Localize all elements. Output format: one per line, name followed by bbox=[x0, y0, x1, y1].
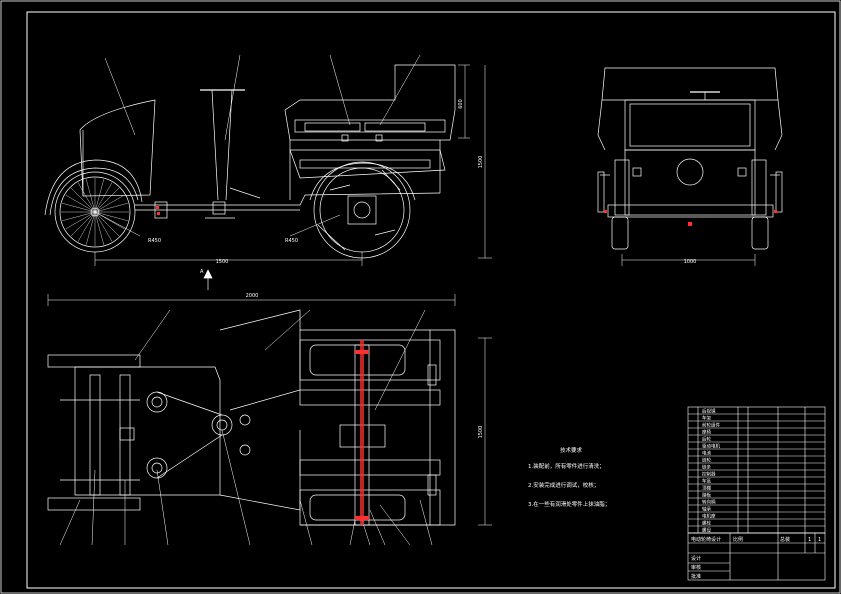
plan-width-dim: 1500 bbox=[478, 426, 484, 439]
spoke bbox=[94, 182, 113, 213]
parts-row-name: 后视镜 bbox=[702, 408, 716, 415]
spoke bbox=[70, 187, 96, 213]
spoke bbox=[77, 211, 96, 242]
spoke bbox=[62, 203, 96, 213]
side-view-red-details bbox=[156, 206, 160, 215]
parts-row-name: 链轮 bbox=[702, 457, 711, 464]
front-fairing bbox=[79, 99, 156, 197]
spoke bbox=[94, 211, 120, 237]
front-wheel-radius-label: R450 bbox=[148, 238, 161, 244]
parts-row-name: 螺栓 bbox=[702, 520, 711, 527]
scale-label: 比例 bbox=[733, 536, 743, 543]
sheet-inner-frame bbox=[26, 11, 836, 589]
rear-wheel-radius-label: R450 bbox=[285, 238, 298, 244]
parts-row-name: 座椅 bbox=[702, 429, 711, 436]
tech-req-item-2: 2.安装完成进行调试，校核； bbox=[528, 481, 599, 489]
view-label: 总装 bbox=[780, 536, 790, 543]
parts-row-name: 控制器 bbox=[702, 471, 716, 478]
parts-row-name: 车架 bbox=[702, 415, 711, 422]
front-width-dim: 1000 bbox=[684, 259, 697, 265]
front-view-red-details bbox=[604, 210, 777, 226]
plan-length-dim: 2000 bbox=[246, 293, 259, 299]
tech-req-item-1: 1.装配前，所有零件进行清洗； bbox=[528, 462, 605, 470]
parts-row-name: 电机座 bbox=[702, 513, 716, 520]
side-top-height-dim: 600 bbox=[458, 99, 464, 109]
sheet-count-a: 1 bbox=[808, 537, 811, 543]
spoke bbox=[77, 182, 96, 213]
parts-row-name: 转向柄 bbox=[702, 499, 716, 506]
spoke bbox=[94, 211, 104, 245]
rear-wheel bbox=[309, 161, 416, 259]
side-total-height-dim: 1500 bbox=[478, 156, 484, 169]
spoke bbox=[65, 211, 96, 230]
parts-row-name: 电池 bbox=[702, 450, 711, 457]
designer-label: 设计 bbox=[691, 555, 701, 562]
approver-label: 批准 bbox=[691, 573, 701, 580]
spoke bbox=[65, 194, 96, 213]
parts-row-name: 前轮组件 bbox=[702, 422, 720, 429]
front-view bbox=[597, 67, 783, 266]
spoke bbox=[94, 203, 128, 213]
cargo-box bbox=[284, 64, 456, 141]
front-wheel-spokes bbox=[61, 178, 129, 246]
side-view bbox=[44, 54, 492, 290]
spoke bbox=[94, 194, 125, 213]
front-wheel bbox=[44, 159, 143, 253]
title-block bbox=[687, 532, 826, 581]
parts-row-name: 车篮 bbox=[702, 478, 711, 485]
side-length-dim: 1500 bbox=[216, 259, 229, 265]
parts-row-name: 螺母 bbox=[702, 527, 711, 534]
spoke bbox=[94, 211, 128, 221]
spoke bbox=[70, 211, 96, 237]
parts-row-name: 链条 bbox=[702, 464, 711, 471]
parts-row-name: 踏板 bbox=[702, 492, 711, 499]
tech-req-item-3: 3.在一些有润滑处零件上抹油脂； bbox=[528, 500, 610, 508]
parts-row-name: 后轮 bbox=[702, 436, 711, 443]
plan-view-red-details bbox=[355, 340, 369, 525]
parts-list-names: 后视镜车架前轮组件座椅后轮驱动电机电池链轮链条控制器车篮顶棚踏板转向柄轴承电机座… bbox=[702, 408, 720, 534]
spoke bbox=[94, 211, 113, 242]
sheet-count-b: 1 bbox=[818, 537, 821, 543]
drawing-title: 电动轮椅设计 bbox=[691, 536, 721, 543]
parts-row-name: 驱动电机 bbox=[702, 443, 720, 450]
spoke bbox=[86, 211, 96, 245]
parts-row-name: 顶棚 bbox=[702, 485, 711, 492]
checker-label: 审核 bbox=[691, 564, 701, 571]
tech-req-title: 技术要求 bbox=[560, 446, 583, 454]
view-arrow-label: A bbox=[200, 269, 204, 275]
spoke bbox=[94, 187, 120, 213]
plan-view bbox=[47, 294, 492, 546]
parts-row-name: 轴承 bbox=[702, 506, 711, 513]
spoke bbox=[62, 211, 96, 221]
